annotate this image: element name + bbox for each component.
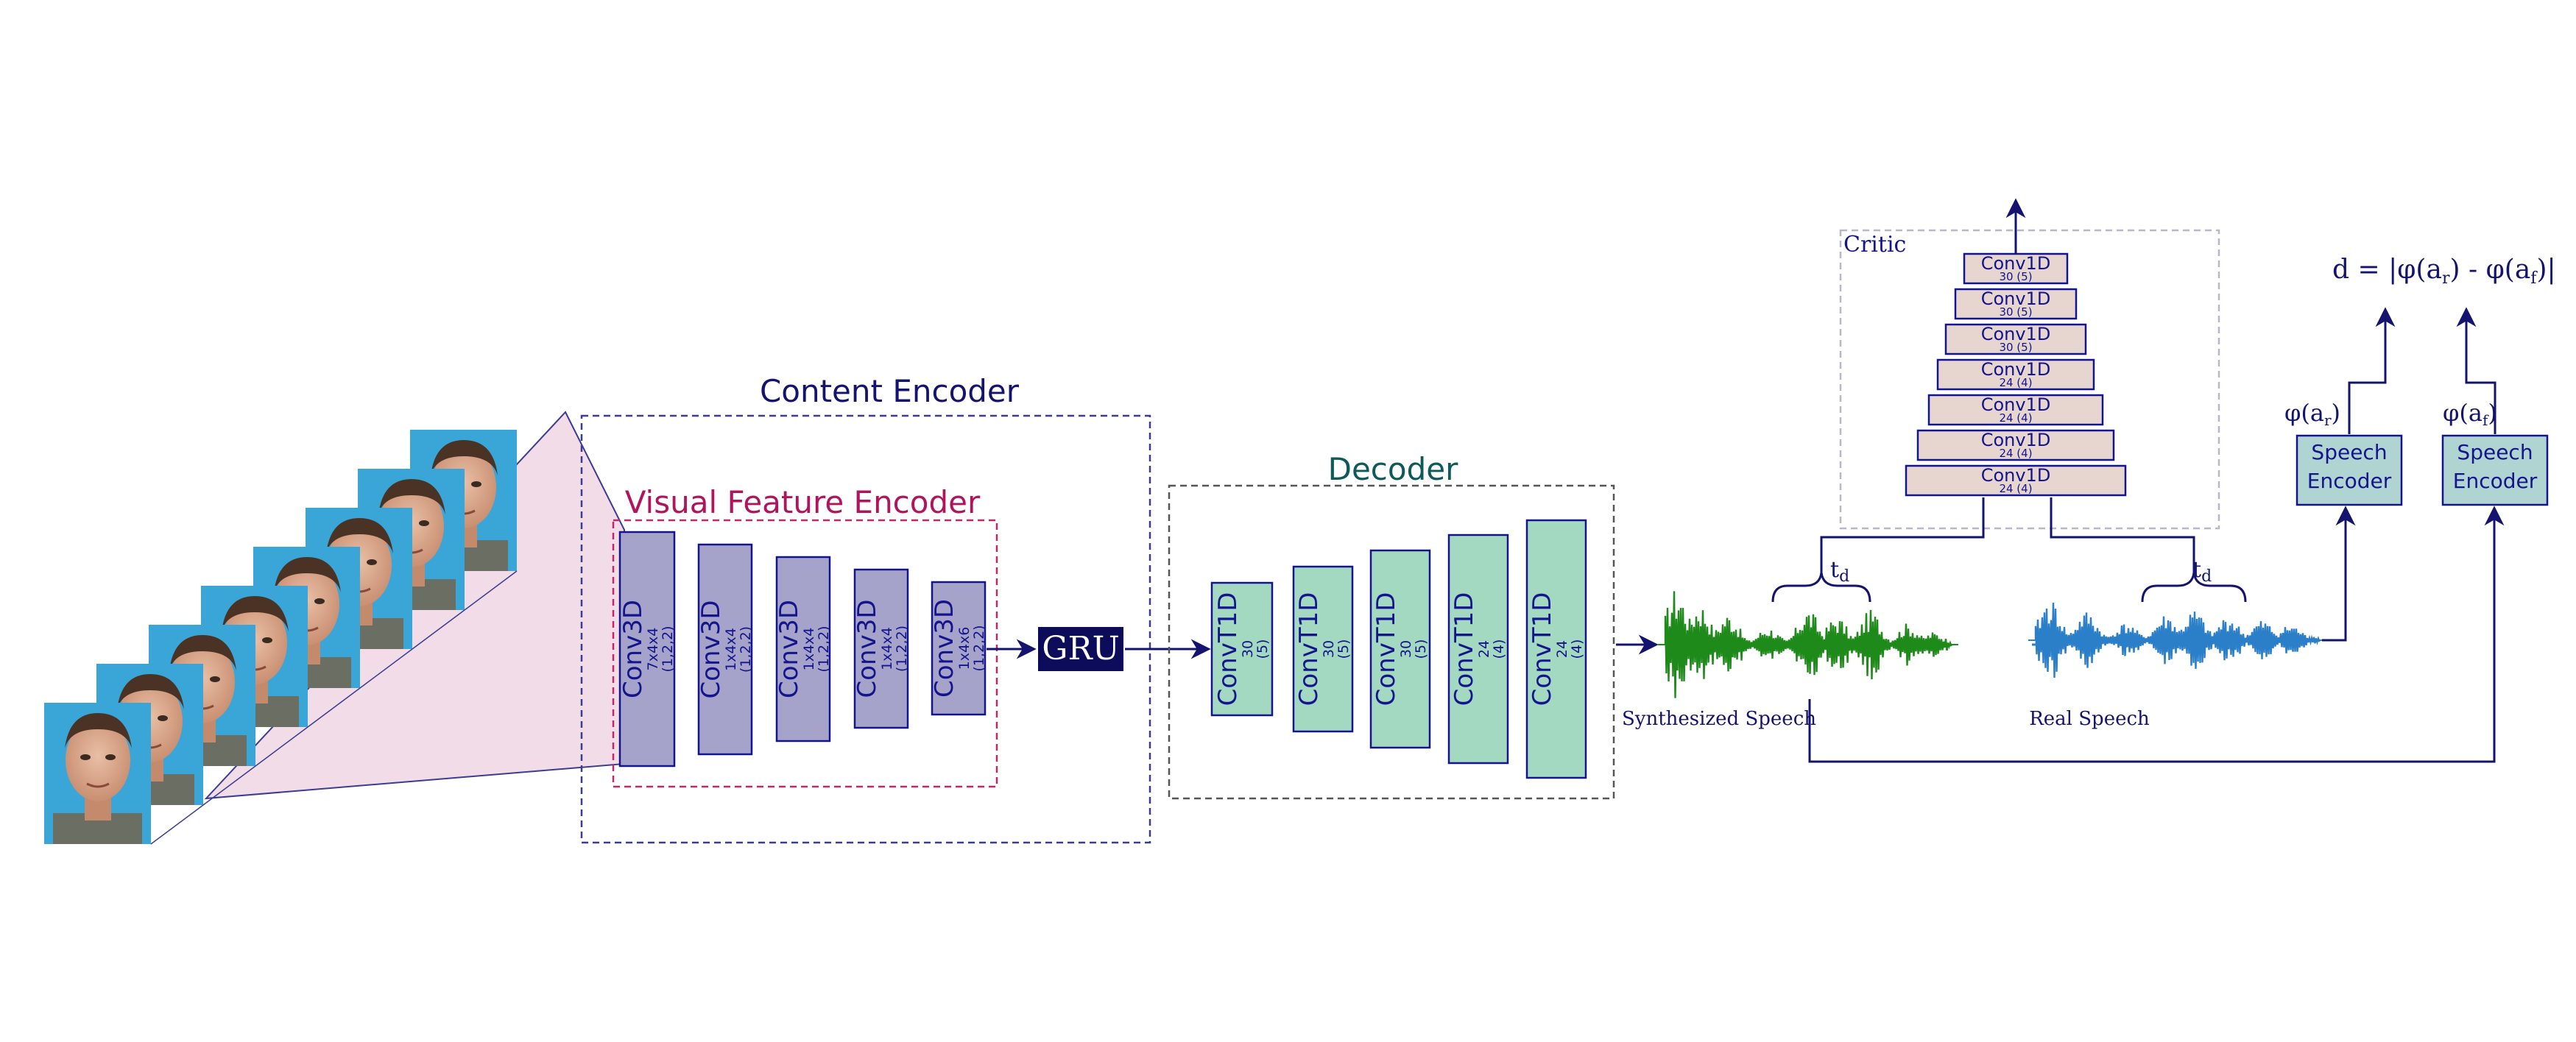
convt1d-block: ConvT1D24(4) — [1525, 519, 1587, 779]
decoder-blocks: ConvT1D30(5) ConvT1D30(5) ConvT1D30(5) Conv… — [1210, 519, 1587, 779]
convt1d-block: ConvT1D24(4) — [1447, 534, 1509, 765]
svg-text:Conv3D1x4x6(1,2,2): Conv3D1x4x6(1,2,2) — [930, 599, 987, 698]
window-brace-synth — [1771, 572, 1871, 603]
convt1d-block: ConvT1D30(5) — [1292, 565, 1354, 733]
svg-text:Conv1D: Conv1D — [1981, 394, 2051, 415]
svg-text:24 (4): 24 (4) — [1999, 447, 2032, 460]
svg-text:30 (5): 30 (5) — [1999, 305, 2032, 319]
svg-text:Encoder: Encoder — [2307, 469, 2392, 493]
frame-depth-line — [307, 687, 361, 728]
critic-box — [1839, 229, 2220, 530]
synthesized-speech-waveform — [1658, 591, 1958, 698]
svg-text:24 (4): 24 (4) — [1999, 376, 2032, 389]
svg-text:ConvT1D30(5): ConvT1D30(5) — [1213, 592, 1271, 706]
svg-text:Conv1D: Conv1D — [1981, 430, 2051, 450]
frame-depth-line — [255, 726, 308, 767]
gru-block — [1038, 627, 1123, 671]
svg-text:Conv1D: Conv1D — [1981, 324, 2051, 344]
real-speech-waveform — [2028, 602, 2326, 678]
content-encoder-title: Content Encoder — [760, 373, 1020, 409]
arrow-real-to-speech-encoder — [2322, 506, 2356, 642]
convt1d-block: ConvT1D30(5) — [1210, 581, 1274, 717]
frame-depth-line — [202, 765, 256, 806]
svg-text:ConvT1D30(5): ConvT1D30(5) — [1372, 592, 1429, 706]
visual-feature-encoder-box — [612, 519, 998, 788]
frame-depth-line — [464, 570, 518, 611]
input-face-frames — [44, 430, 518, 845]
conv3d-block: Conv3D1x4x4(1,2,2) — [853, 568, 910, 729]
frame-depth-line — [359, 648, 413, 689]
svg-text:Encoder: Encoder — [2453, 469, 2538, 493]
distance-formula: d = |φ(ar) - φ(af)| — [2332, 255, 2556, 288]
svg-text:Conv3D1x4x4(1,2,2): Conv3D1x4x4(1,2,2) — [853, 599, 910, 698]
face-frame — [44, 703, 151, 844]
decoder-box — [1168, 484, 1615, 800]
svg-text:ConvT1D24(4): ConvT1D24(4) — [1450, 592, 1507, 706]
svg-text:Conv3D1x4x4(1,2,2): Conv3D1x4x4(1,2,2) — [774, 600, 832, 698]
phi-real-label: φ(ar) — [2284, 399, 2340, 429]
conv3d-block: Conv3D1x4x4(1,2,2) — [774, 556, 832, 742]
arrow-phi-real-to-distance — [2348, 307, 2396, 434]
svg-text:24 (4): 24 (4) — [1999, 482, 2032, 495]
svg-text:Conv3D7x4x4(1,2,2): Conv3D7x4x4(1,2,2) — [618, 600, 676, 698]
svg-text:Conv3D1x4x4(1,2,2): Conv3D1x4x4(1,2,2) — [696, 600, 754, 698]
connector-synth-to-critic — [1820, 497, 1985, 573]
svg-text:Conv1D: Conv1D — [1981, 465, 2051, 486]
conv3d-block: Conv3D7x4x4(1,2,2) — [618, 531, 676, 768]
svg-text:Conv1D: Conv1D — [1981, 253, 2051, 274]
visual-feature-encoder-title: Visual Feature Encoder — [625, 484, 981, 520]
conv3d-block: Conv3D1x4x4(1,2,2) — [696, 543, 754, 756]
svg-text:Conv1D: Conv1D — [1981, 288, 2051, 309]
speech-encoder-fake: Speech Encoder — [2441, 434, 2549, 506]
critic-title: Critic — [1843, 232, 1906, 258]
phi-fake-label: φ(af) — [2443, 399, 2497, 429]
decoder-title: Decoder — [1328, 451, 1458, 487]
connector-real-to-critic — [2050, 497, 2195, 573]
convt1d-block: ConvT1D30(5) — [1369, 549, 1431, 749]
window-label-synth: td — [1830, 557, 1849, 586]
frame-depth-line — [150, 804, 204, 845]
svg-text:ConvT1D30(5): ConvT1D30(5) — [1294, 592, 1352, 706]
svg-text:30 (5): 30 (5) — [1999, 270, 2032, 283]
conv3d-block: Conv3D1x4x6(1,2,2) — [930, 581, 987, 716]
synthesized-speech-label: Synthesized Speech — [1622, 708, 1816, 730]
svg-text:Speech: Speech — [2311, 440, 2387, 464]
visual-encoder-blocks: Conv3D7x4x4(1,2,2) Conv3D1x4x4(1,2,2) Conv… — [618, 531, 987, 768]
svg-text:ConvT1D24(4): ConvT1D24(4) — [1528, 592, 1585, 706]
arrow-phi-fake-to-distance — [2456, 307, 2496, 434]
speech-encoder-real: Speech Encoder — [2296, 434, 2403, 506]
window-label-real: td — [2192, 557, 2212, 586]
frame-depth-line — [412, 609, 465, 650]
svg-text:Conv1D: Conv1D — [1981, 359, 2051, 380]
svg-text:30 (5): 30 (5) — [1999, 341, 2032, 354]
svg-text:24 (4): 24 (4) — [1999, 411, 2032, 425]
real-speech-label: Real Speech — [2029, 708, 2150, 730]
svg-text:Speech: Speech — [2457, 440, 2533, 464]
arrow-synth-to-speech-encoder — [1808, 506, 2505, 763]
gru-label: GRU — [1042, 630, 1119, 667]
